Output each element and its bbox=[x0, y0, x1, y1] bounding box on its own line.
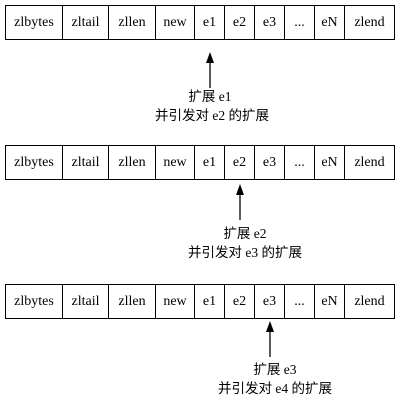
cell-e1: e1 bbox=[194, 145, 225, 180]
cell-ellipsis: ... bbox=[284, 284, 315, 319]
cell-e1: e1 bbox=[194, 284, 225, 319]
cell-zllen: zllen bbox=[108, 284, 156, 319]
cell-zlbytes: zlbytes bbox=[5, 5, 63, 40]
caption-row-2: 扩展 e2 并引发对 e3 的扩展 bbox=[185, 224, 305, 262]
cell-zltail: zltail bbox=[62, 145, 109, 180]
cell-zllen: zllen bbox=[108, 145, 156, 180]
cell-new: new bbox=[155, 5, 195, 40]
cell-e2: e2 bbox=[224, 5, 255, 40]
cell-zllen: zllen bbox=[108, 5, 156, 40]
cell-e2: e2 bbox=[224, 284, 255, 319]
cell-e1: e1 bbox=[194, 5, 225, 40]
arrow-up-icon bbox=[206, 52, 214, 88]
caption-row-3: 扩展 e3 并引发对 e4 的扩展 bbox=[215, 360, 335, 398]
arrow-up-icon bbox=[266, 321, 274, 357]
caption-line-2: 并引发对 e4 的扩展 bbox=[218, 381, 332, 396]
cell-zlend: zlend bbox=[344, 145, 395, 180]
cell-en: eN bbox=[314, 284, 345, 319]
cell-ellipsis: ... bbox=[284, 5, 315, 40]
arrow-up-icon bbox=[236, 184, 244, 220]
cell-en: eN bbox=[314, 5, 345, 40]
cell-zlbytes: zlbytes bbox=[5, 145, 63, 180]
caption-line-2: 并引发对 e2 的扩展 bbox=[155, 108, 269, 123]
caption-line-2: 并引发对 e3 的扩展 bbox=[188, 245, 302, 260]
cell-ellipsis: ... bbox=[284, 145, 315, 180]
ziplist-row-2: zlbytes zltail zllen new e1 e2 e3 ... eN… bbox=[5, 145, 395, 180]
cell-zltail: zltail bbox=[62, 5, 109, 40]
ziplist-row-3: zlbytes zltail zllen new e1 e2 e3 ... eN… bbox=[5, 284, 395, 319]
caption-row-1: 扩展 e1 并引发对 e2 的扩展 bbox=[155, 87, 269, 125]
caption-line-1: 扩展 e1 bbox=[188, 89, 232, 104]
cell-e3: e3 bbox=[254, 5, 285, 40]
ziplist-row-1: zlbytes zltail zllen new e1 e2 e3 ... eN… bbox=[5, 5, 395, 40]
cell-new: new bbox=[155, 284, 195, 319]
cell-zlbytes: zlbytes bbox=[5, 284, 63, 319]
cell-e3: e3 bbox=[254, 145, 285, 180]
caption-line-1: 扩展 e3 bbox=[253, 362, 297, 377]
cell-zltail: zltail bbox=[62, 284, 109, 319]
cell-zlend: zlend bbox=[344, 284, 395, 319]
caption-line-1: 扩展 e2 bbox=[223, 226, 267, 241]
cell-e2: e2 bbox=[224, 145, 255, 180]
cell-new: new bbox=[155, 145, 195, 180]
cell-zlend: zlend bbox=[344, 5, 395, 40]
cell-e3: e3 bbox=[254, 284, 285, 319]
cell-en: eN bbox=[314, 145, 345, 180]
